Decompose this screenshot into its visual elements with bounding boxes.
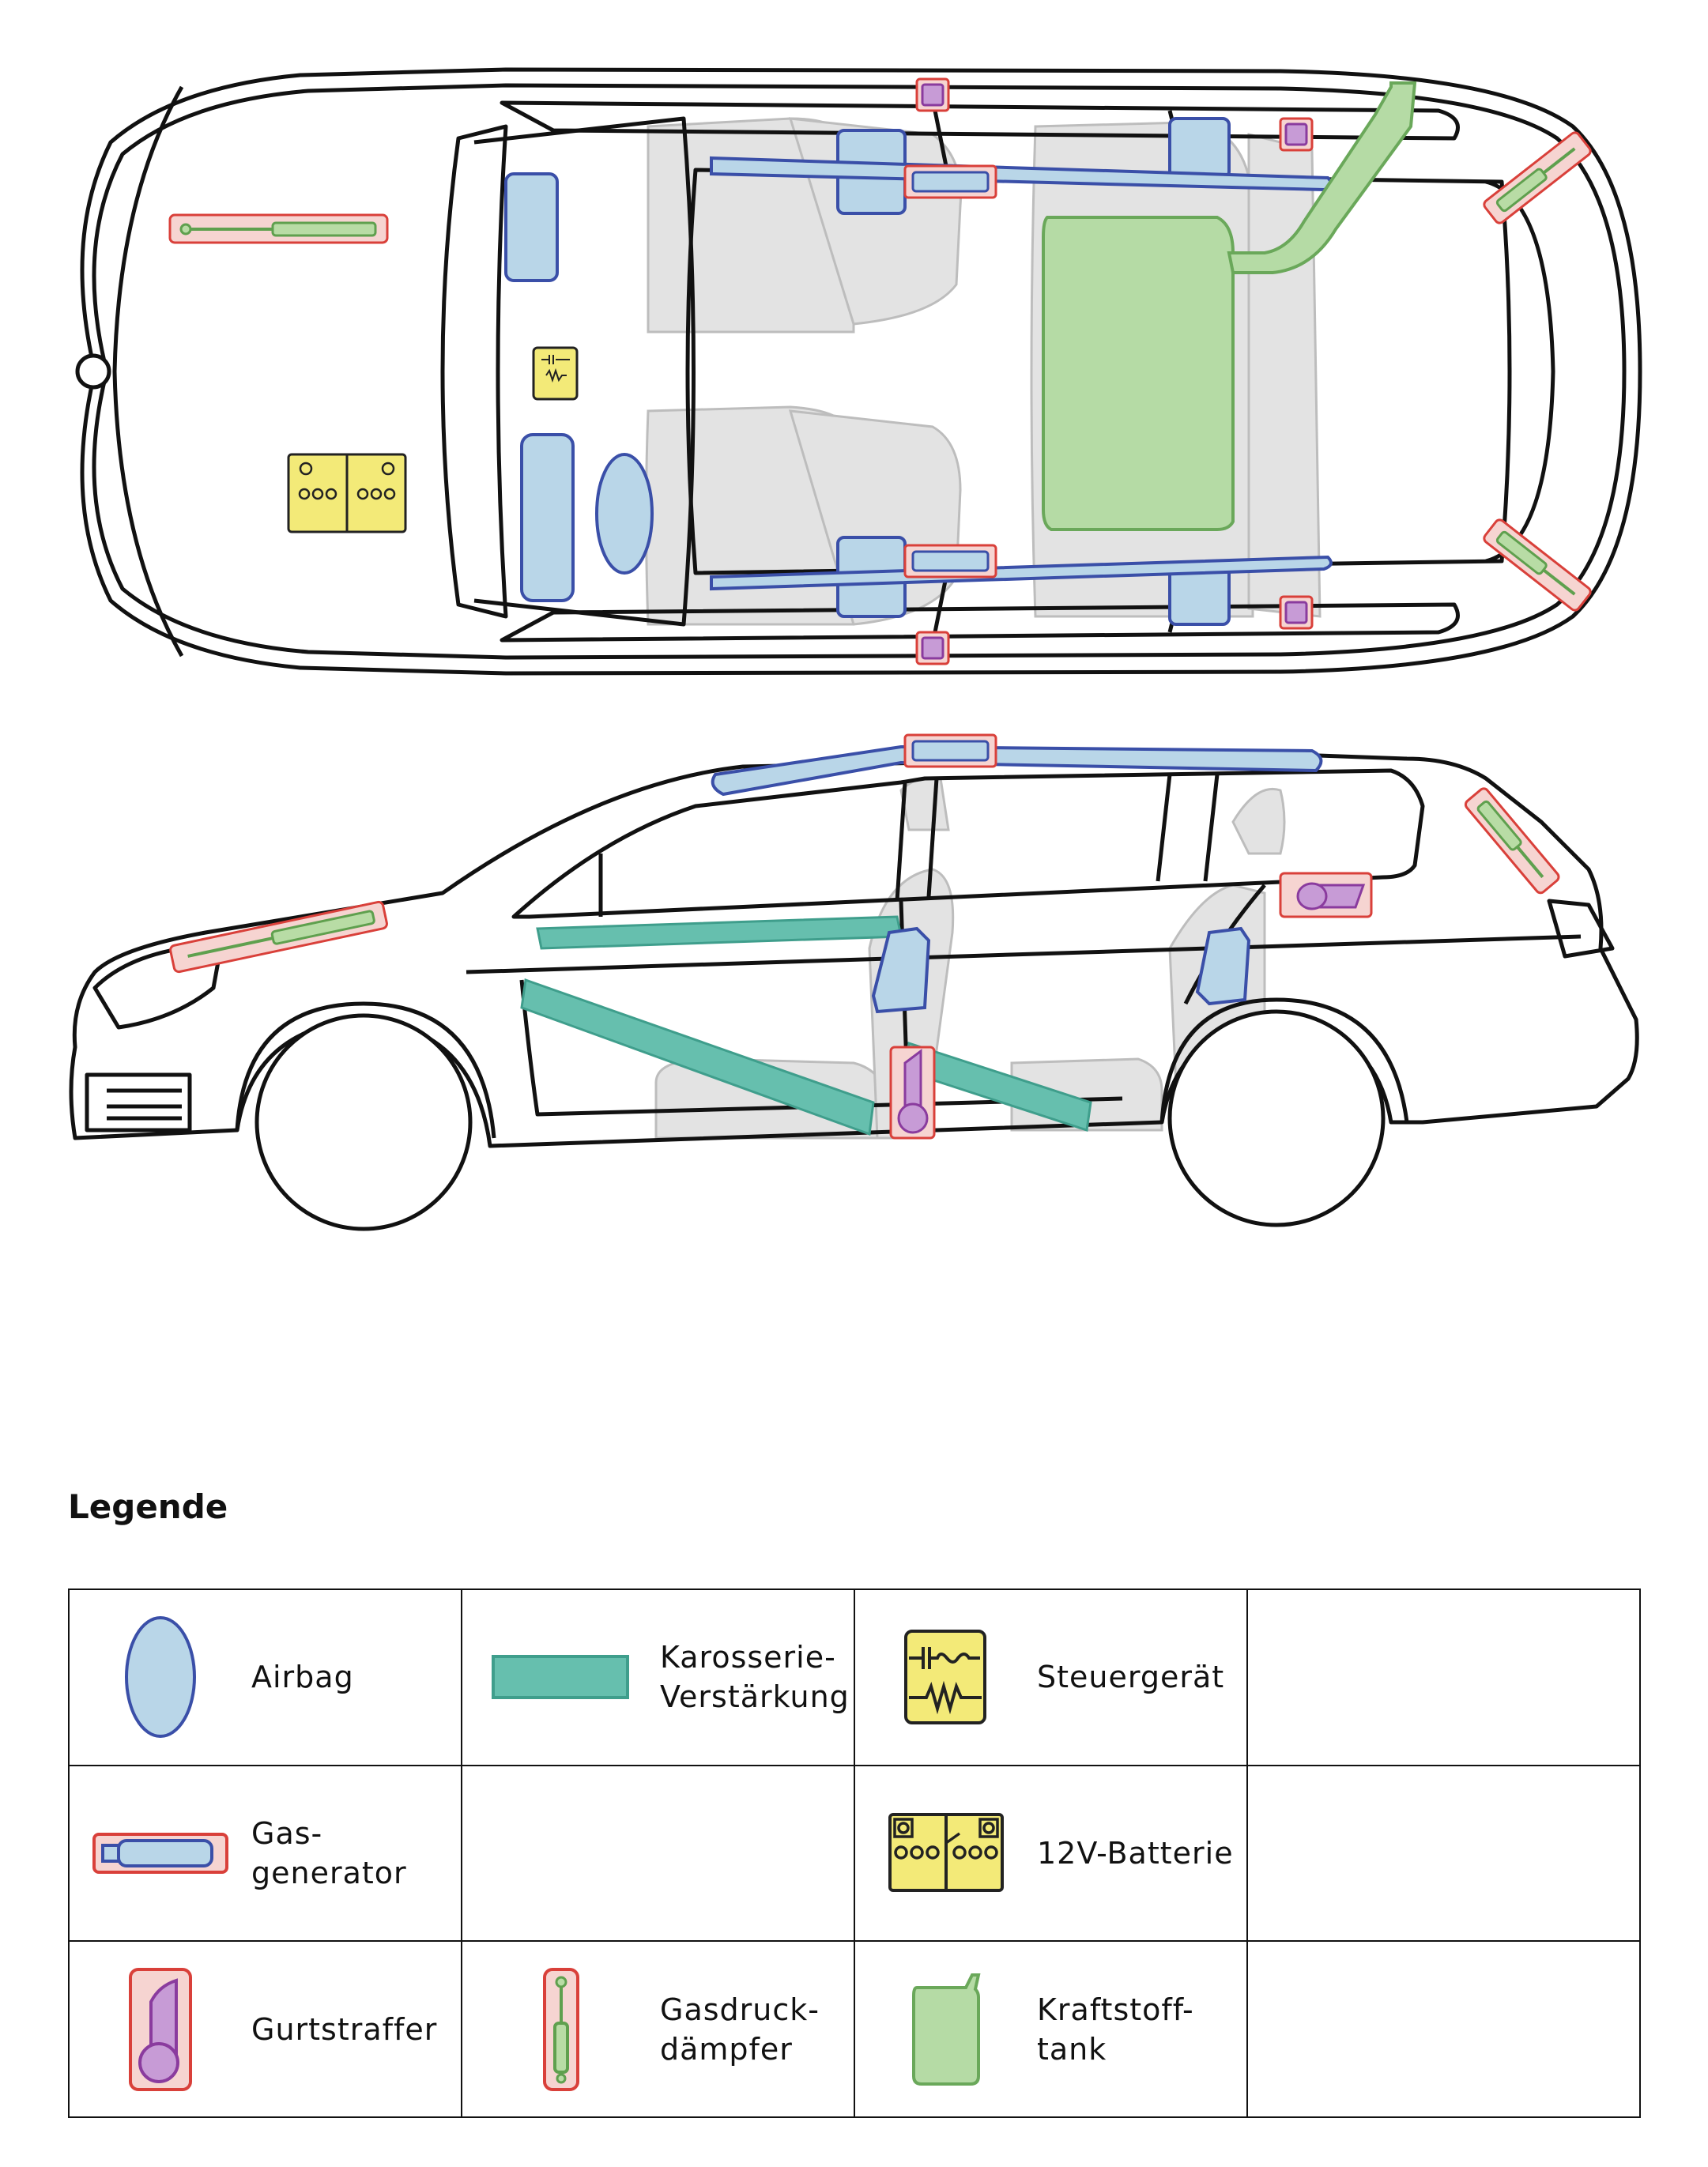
control-unit-icon [904,1629,986,1724]
battery-icon [888,1813,1004,1893]
legend-label-karosserie: Karosserie- Verstärkung [660,1640,850,1715]
airbags-top [504,117,1231,626]
legend-label-gasgenerator: Gas- generator [251,1815,407,1890]
legend-label-gasdruck: Gasdruck- dämpfer [660,1992,820,2067]
legend-label-batterie: 12V-Batterie [1037,1835,1234,1871]
legend-cell-steuergeraet: Steuergerät [854,1589,1248,1766]
legend-cell-empty-1 [1246,1589,1641,1766]
legend-cell-airbag: Airbag [68,1589,462,1766]
legend-label-airbag: Airbag [251,1660,354,1695]
belt-tensioner-icon [128,1967,192,2091]
legend-cell-kraftstoff: Kraftstoff- tank [854,1940,1248,2118]
legend-table: Airbag Karosserie- Verstärkung [68,1589,1641,2118]
legend-cell-gasdruck: Gasdruck- dämpfer [461,1940,855,2118]
legend-cell-karosserie: Karosserie- Verstärkung [461,1589,855,1766]
battery-top [287,453,407,533]
curtain-airbag-side [711,744,1323,797]
airbag-icon [125,1616,196,1739]
gas-generator-icon [92,1832,228,1874]
control-unit-top [532,346,579,401]
rescue-diagram [69,67,1642,1231]
car-top-view [75,67,1642,676]
legend-cell-gasgenerator: Gas- generator [68,1764,462,1943]
legend-cell-gurtstraffer: Gurtstraffer [68,1940,462,2118]
body-reinforcement-icon [492,1655,629,1700]
reinforcements-side [520,915,1092,1136]
legend-cell-batterie: 12V-Batterie [854,1764,1248,1943]
fuel-tank-icon [911,1973,980,2086]
legend-cell-empty-3 [1246,1764,1641,1943]
legend-title: Legende [68,1487,228,1526]
gas-springs-top [168,131,1592,612]
legend-cell-empty-4 [1246,1940,1641,2118]
legend-cell-empty-2 [461,1764,855,1943]
legend-label-gurtstraffer: Gurtstraffer [251,2011,438,2047]
belt-tensioners-top [915,77,1314,665]
fuel-tank-top [1042,81,1417,531]
car-side-view [69,733,1639,1231]
legend-label-steuergeraet: Steuergerät [1037,1660,1225,1695]
gas-generators-top [903,164,997,578]
legend-label-kraftstoff: Kraftstoff- tank [1037,1992,1194,2067]
gas-spring-icon [543,1967,579,2091]
